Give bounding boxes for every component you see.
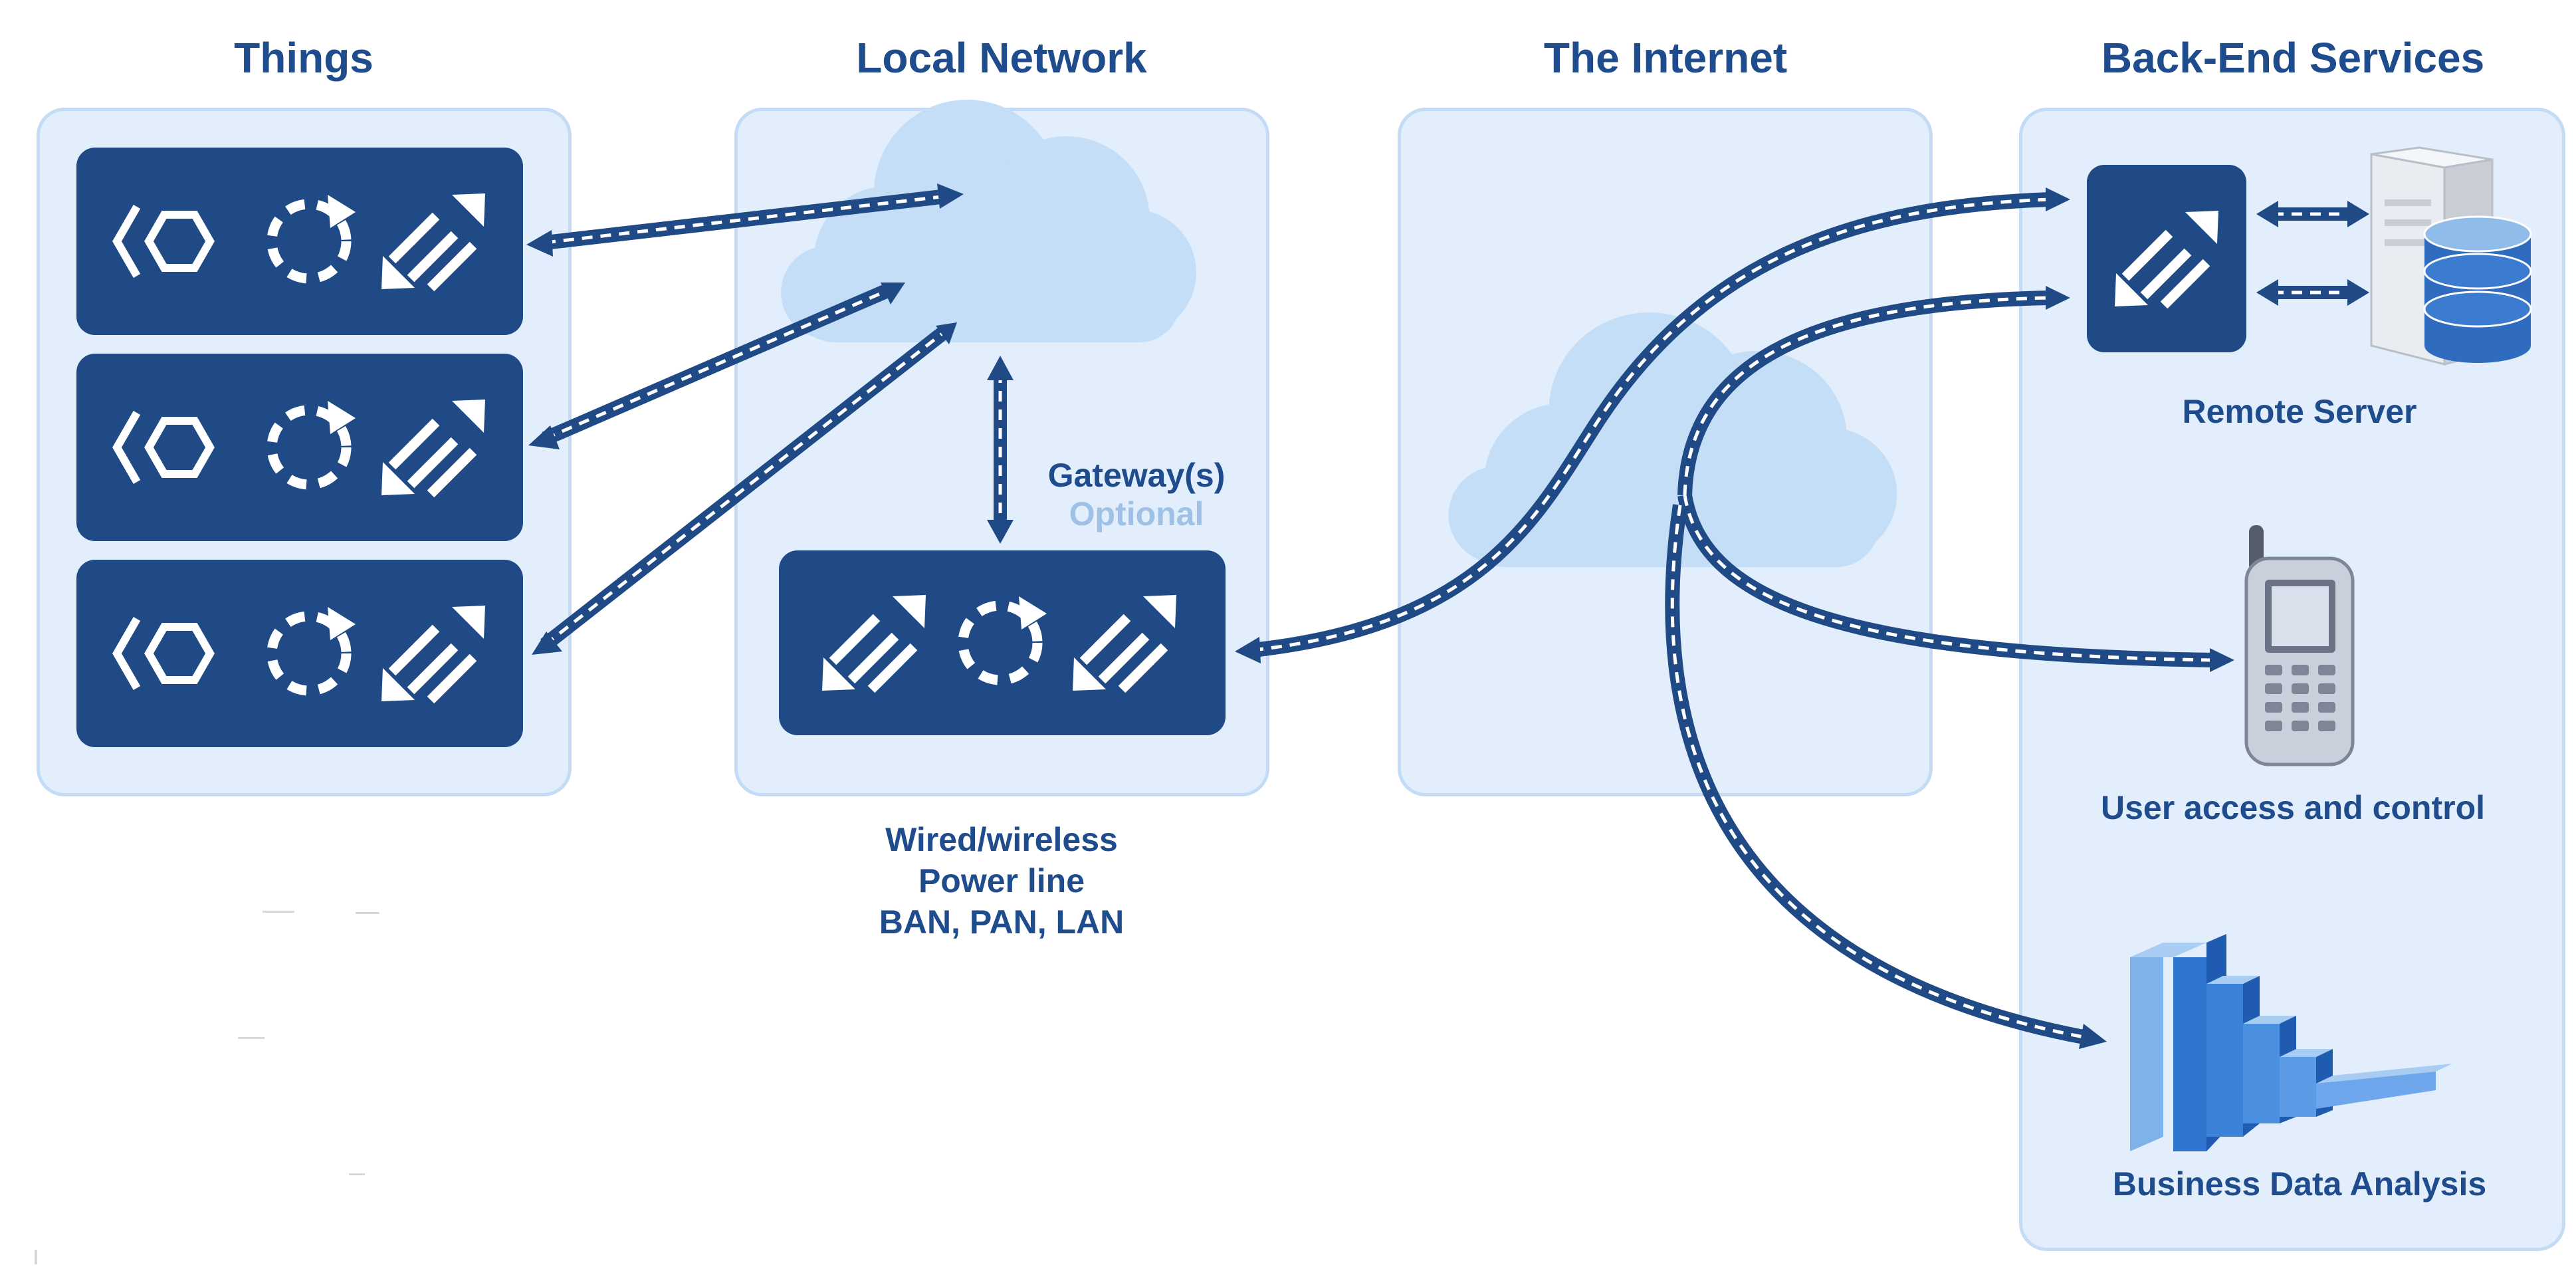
thing-device-1 bbox=[76, 148, 523, 335]
things-header: Things bbox=[234, 34, 374, 82]
network-type-powerline: Power line bbox=[918, 862, 1085, 899]
remote-server-label: Remote Server bbox=[2182, 393, 2417, 430]
backend-header: Back-End Services bbox=[2101, 34, 2485, 82]
gateway-device bbox=[779, 550, 1226, 735]
remote-server-comm-device bbox=[2087, 165, 2246, 352]
internet-header: The Internet bbox=[1543, 34, 1788, 82]
artifact-speck bbox=[356, 912, 379, 914]
artifact-speck bbox=[349, 1173, 365, 1175]
network-type-area: BAN, PAN, LAN bbox=[879, 903, 1125, 941]
arrowheads bbox=[526, 183, 2369, 1049]
connection-arrows bbox=[540, 189, 2351, 1044]
mobile-phone-icon bbox=[2244, 525, 2355, 766]
bar-chart-icon bbox=[2130, 934, 2452, 1151]
gateway-label: Gateway(s) bbox=[1047, 457, 1226, 494]
thing-device-2 bbox=[76, 354, 523, 541]
user-access-label: User access and control bbox=[2100, 789, 2486, 826]
artifact-speck bbox=[35, 1250, 37, 1264]
arrow-internet-to-business bbox=[1665, 504, 2086, 1044]
database-icon bbox=[2423, 215, 2532, 363]
optional-label: Optional bbox=[1069, 495, 1204, 532]
artifact-speck bbox=[263, 911, 294, 913]
business-data-label: Business Data Analysis bbox=[2112, 1165, 2487, 1203]
artifact-speck bbox=[238, 1037, 265, 1039]
thing-device-3 bbox=[76, 560, 523, 747]
network-type-wired: Wired/wireless bbox=[885, 821, 1118, 858]
local-network-header: Local Network bbox=[856, 34, 1147, 82]
network-types-label: Wired/wireless Power line BAN, PAN, LAN bbox=[802, 819, 1201, 943]
